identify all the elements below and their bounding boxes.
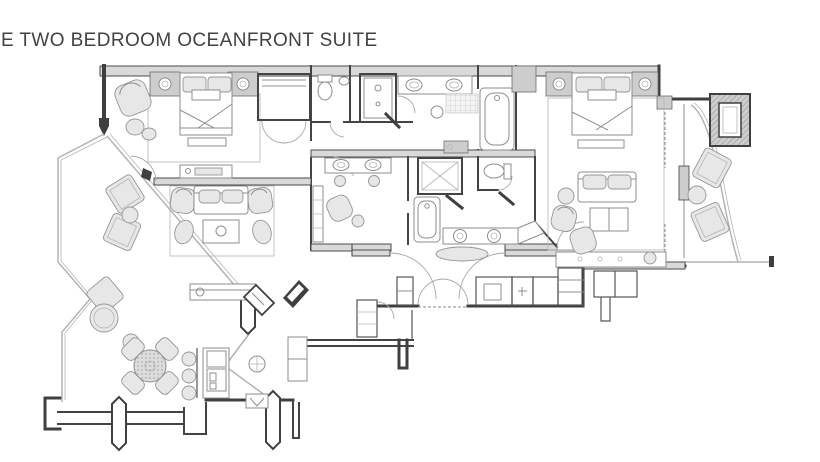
exterior-walls — [43, 64, 774, 439]
bedroom-left — [114, 71, 261, 179]
hallway-closets — [396, 267, 585, 306]
living-room — [169, 185, 275, 257]
bathroom-center — [413, 157, 545, 262]
balcony-right — [687, 93, 751, 242]
bedroom-right — [545, 71, 667, 268]
kitchen — [181, 299, 378, 409]
plan-title: E TWO BEDROOM OCEANFRONT SUITE — [1, 30, 378, 51]
terrace-left — [86, 174, 145, 351]
dressing-vanity — [312, 140, 469, 243]
bathroom-top — [257, 65, 537, 151]
dining-area — [121, 280, 309, 395]
